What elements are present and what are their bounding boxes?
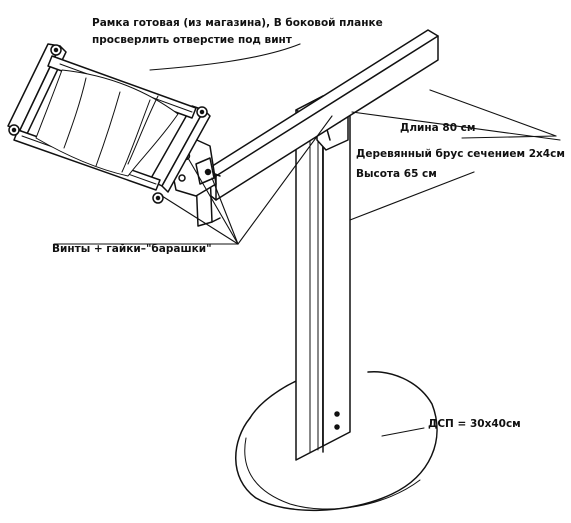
leader-length-label bbox=[461, 135, 557, 139]
wing-nut-top-left bbox=[50, 44, 62, 56]
screws-label: Винты + гайки–"барашки" bbox=[52, 243, 212, 255]
leader-beam bbox=[351, 111, 561, 141]
frame-note-line-1: Рамка готовая (из магазина), В боковой п… bbox=[92, 17, 383, 29]
leader-base bbox=[381, 427, 425, 437]
leader-screw-4 bbox=[237, 115, 333, 245]
leader-lines bbox=[53, 43, 561, 437]
embroidery-frame bbox=[7, 43, 211, 204]
leader-length-arm bbox=[429, 89, 557, 137]
leader-height bbox=[349, 171, 475, 221]
leader-screw-2 bbox=[187, 157, 239, 245]
frame-note-line-2: просверлить отверстие под винт bbox=[92, 34, 292, 46]
leader-screw-3 bbox=[211, 177, 239, 245]
length-label: Длина 80 см bbox=[400, 122, 476, 134]
base-label: ДСП = 30х40см bbox=[428, 418, 521, 430]
height-label: Высота 65 см bbox=[356, 168, 437, 180]
leader-frame bbox=[149, 43, 301, 71]
vertical-post bbox=[295, 95, 351, 461]
wing-nut-bottom-right bbox=[152, 192, 164, 204]
wing-nut-bottom-left bbox=[8, 124, 20, 136]
base-board bbox=[235, 371, 438, 512]
wing-nut-top-right bbox=[196, 106, 208, 118]
beam-section-label: Деревянный брус сечением 2х4см bbox=[356, 148, 565, 160]
leader-screw-1 bbox=[161, 195, 239, 245]
